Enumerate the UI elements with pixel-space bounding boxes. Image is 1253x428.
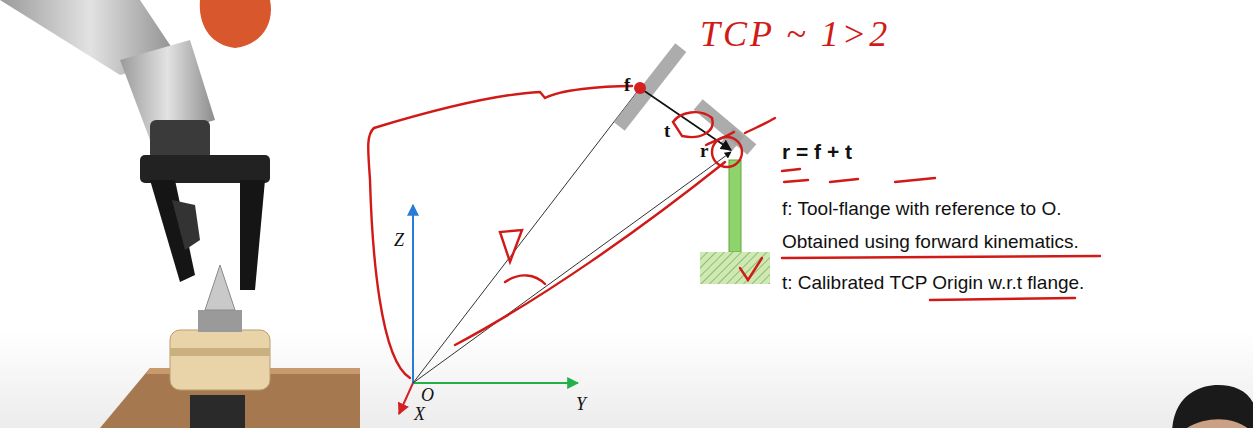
definition-text: f: Tool-flange with reference to O. xyxy=(782,198,1062,220)
vector-label: t xyxy=(664,120,670,142)
vector-label: r xyxy=(700,140,708,162)
vector-label: f xyxy=(624,74,630,96)
definition-text: t: Calibrated TCP Origin w.r.t flange. xyxy=(782,272,1084,294)
axis-label: Y xyxy=(576,394,586,415)
robot-photo xyxy=(0,0,360,428)
presenter-head xyxy=(1172,385,1253,428)
handwritten-note: TCP ~ 1>2 xyxy=(700,14,890,55)
axis-label: X xyxy=(414,404,425,425)
definition-text: Obtained using forward kinematics. xyxy=(782,231,1079,253)
origin-label: O xyxy=(421,385,434,406)
annotation-ink xyxy=(368,86,1100,378)
equation: r = f + t xyxy=(782,140,852,164)
axis-label: Z xyxy=(394,230,404,251)
